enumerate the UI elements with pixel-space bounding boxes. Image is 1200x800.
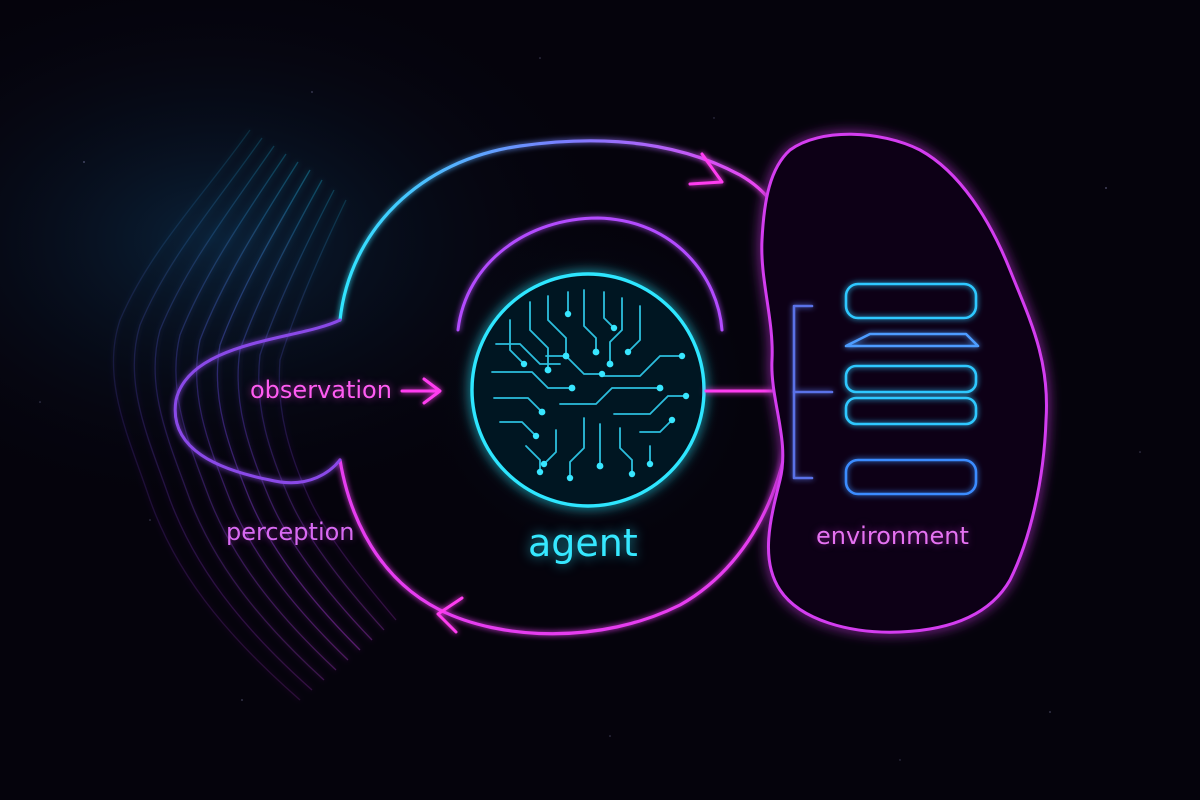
circuit-node xyxy=(540,460,548,468)
wave-line xyxy=(175,153,337,671)
circuit-node xyxy=(656,384,664,392)
environment-bar-4 xyxy=(844,396,978,426)
circuit-node xyxy=(678,352,686,360)
wave-line xyxy=(216,169,361,651)
circuit-node xyxy=(532,432,540,440)
circuit-node xyxy=(668,416,676,424)
agent-core-ring xyxy=(470,272,706,508)
wave-line xyxy=(154,145,325,681)
circuit-node xyxy=(538,408,546,416)
circuit-node xyxy=(536,468,544,476)
wave-line xyxy=(112,129,301,701)
circuit-node xyxy=(544,366,552,374)
circuit-node xyxy=(568,384,576,392)
circuit-node xyxy=(598,370,606,378)
outer-loop-left-link xyxy=(173,318,342,485)
circuit-node xyxy=(624,348,632,356)
perception-wave-lines xyxy=(112,129,397,701)
starfield xyxy=(39,57,1141,761)
inner-arc xyxy=(456,216,724,332)
wave-line xyxy=(237,179,373,641)
outer-loop-bottom-arc xyxy=(338,358,794,636)
observation-label: observation xyxy=(250,376,392,404)
wave-line xyxy=(258,189,385,631)
environment-bar-1 xyxy=(844,282,978,320)
environment-label: environment xyxy=(816,522,969,550)
observation-arrow xyxy=(400,377,442,405)
circuit-node xyxy=(606,360,614,368)
circuit-node xyxy=(610,324,618,332)
circuit-node xyxy=(564,310,572,318)
circuit-node xyxy=(566,474,574,482)
perception-label: perception xyxy=(226,518,355,546)
circuit-node xyxy=(682,392,690,400)
wave-line xyxy=(195,161,349,661)
circuit-node xyxy=(628,470,636,478)
agent-label: agent xyxy=(528,521,638,565)
circuit-node xyxy=(646,460,654,468)
circuit-node xyxy=(520,360,528,368)
environment-bar-2-top xyxy=(844,332,980,348)
wave-line xyxy=(278,199,397,621)
environment-boundary xyxy=(760,132,1049,634)
stacked-server-bars-icon xyxy=(792,282,980,496)
loop-arrow-head-bottom xyxy=(436,596,464,634)
loop-arrow-head-top xyxy=(688,152,724,186)
circuit-node xyxy=(596,462,604,470)
circuit-node xyxy=(592,348,600,356)
environment-bar-5 xyxy=(844,458,978,496)
wave-line xyxy=(133,137,313,691)
circuit-nodes xyxy=(520,310,690,482)
circuit-brain-icon xyxy=(491,289,687,479)
circuit-node xyxy=(562,352,570,360)
environment-bar-3 xyxy=(844,364,978,394)
